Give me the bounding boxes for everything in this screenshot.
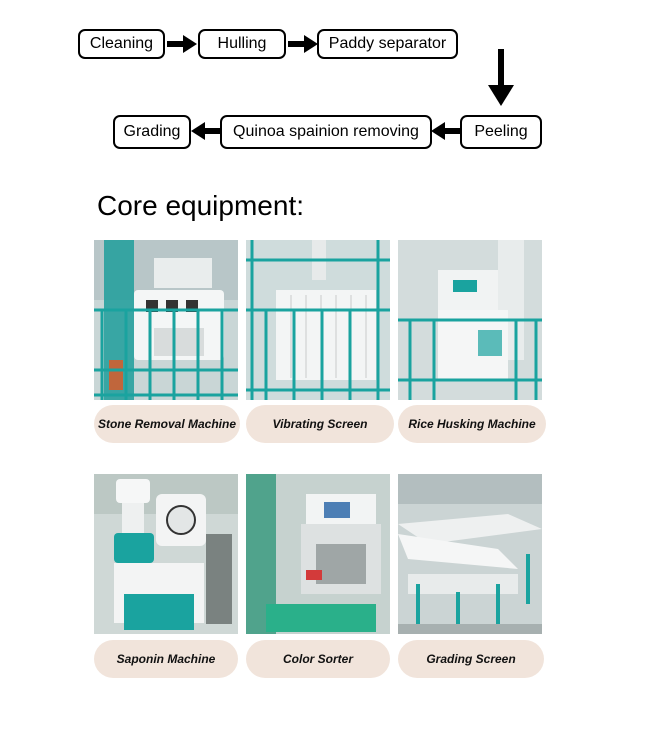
right-arrow-icon <box>288 35 318 53</box>
stone-removal-machine-photo <box>94 240 238 400</box>
equipment-caption: Vibrating Screen <box>246 405 394 443</box>
equipment-caption: Color Sorter <box>246 640 390 678</box>
section-heading: Core equipment: <box>97 190 305 221</box>
equipment-caption: Saponin Machine <box>94 640 238 678</box>
flow-step-grading: Grading <box>113 115 191 149</box>
down-arrow-icon <box>488 49 514 106</box>
equipment-caption: Stone Removal Machine <box>94 405 240 443</box>
flow-step-quinoa-saponin-removing: Quinoa spainion removing <box>220 115 432 149</box>
flow-step-paddy-separator: Paddy separator <box>317 29 458 59</box>
flow-step-hulling: Hulling <box>198 29 286 59</box>
vibrating-screen-photo <box>246 240 390 400</box>
flow-step-cleaning: Cleaning <box>78 29 165 59</box>
right-arrow-icon <box>167 35 197 53</box>
left-arrow-icon <box>431 122 461 140</box>
color-sorter-photo <box>246 474 390 634</box>
grading-screen-photo <box>398 474 542 634</box>
left-arrow-icon <box>191 122 221 140</box>
saponin-machine-photo <box>94 474 238 634</box>
equipment-caption: Rice Husking Machine <box>398 405 546 443</box>
flow-step-peeling: Peeling <box>460 115 542 149</box>
equipment-caption: Grading Screen <box>398 640 544 678</box>
rice-husking-machine-photo <box>398 240 542 400</box>
